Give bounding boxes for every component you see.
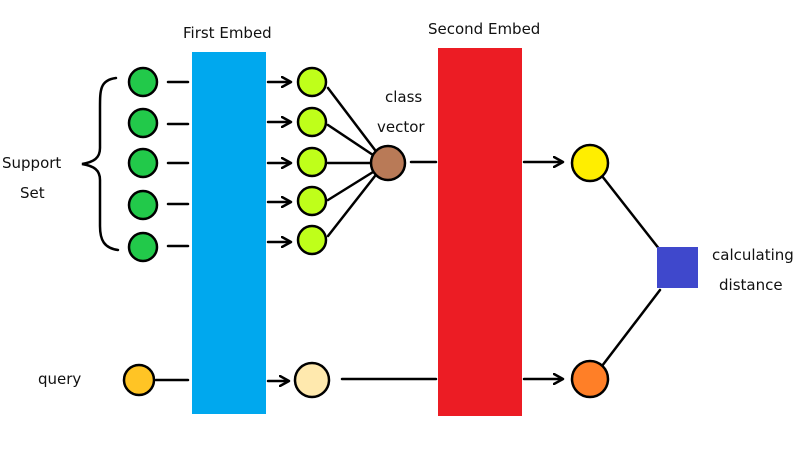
support-node (127, 107, 159, 139)
embedded-support-nodes (296, 66, 328, 256)
embedded-support-node (296, 66, 328, 98)
second-embed-bar (438, 48, 522, 416)
calculating-distance-label-line1: calculating (712, 246, 794, 264)
embedded-query-node (293, 361, 331, 399)
first-embed-arrows (266, 82, 290, 242)
calculating-distance-label-line2: distance (719, 276, 783, 294)
embedded-query-second-node (570, 359, 610, 399)
embedded-support-node (296, 185, 328, 217)
support-set-label-line1: Support (2, 154, 62, 172)
query-label: query (38, 370, 82, 388)
embedded-support-node (296, 106, 328, 138)
embedded-support-node (296, 224, 328, 256)
support-node (127, 189, 159, 221)
embedded-support-node (296, 146, 328, 178)
support-set-brace (81, 76, 120, 252)
aggregation-lines (326, 86, 377, 238)
distance-lines (600, 174, 662, 368)
class-vector-node (369, 144, 407, 182)
embedded-class-node (570, 143, 610, 183)
query-node (122, 363, 156, 397)
class-vector-label-line2: vector (377, 118, 425, 136)
first-embed-bar (192, 52, 266, 414)
support-input-lines (166, 80, 190, 248)
support-set-label-line2: Set (20, 184, 45, 202)
support-node (127, 147, 159, 179)
support-node (127, 231, 159, 263)
first-embed-label: First Embed (183, 24, 272, 42)
second-embed-label: Second Embed (428, 20, 541, 38)
distance-box (657, 247, 698, 288)
class-vector-label-line1: class (385, 88, 423, 106)
support-node (127, 66, 159, 98)
support-nodes (127, 66, 159, 263)
